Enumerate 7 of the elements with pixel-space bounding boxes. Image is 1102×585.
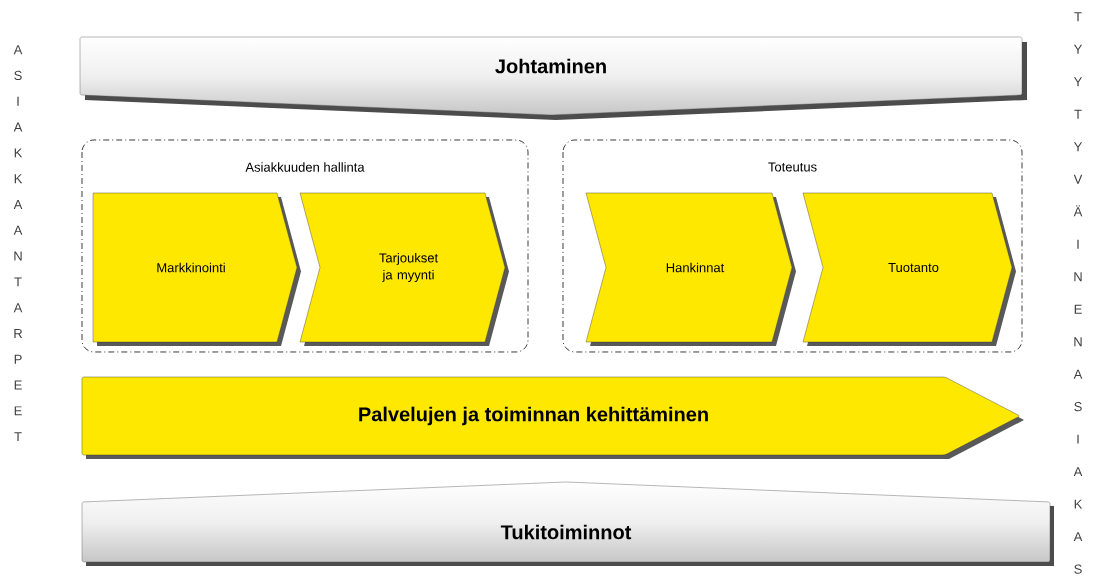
process-box: Markkinointi (92, 192, 301, 346)
process-box: Tarjoukset ja myynti (299, 192, 509, 346)
process-box: Tuotanto (802, 192, 1016, 346)
arrow-band: Palvelujen ja toiminnan kehittäminen (81, 376, 1024, 459)
vertical-label: ASIAKKAAN TARPEET (13, 45, 23, 442)
process-box: Hankinnat (585, 192, 796, 346)
vertical-label: TYYTYVÄINEN ASIAKAS (1073, 12, 1083, 574)
